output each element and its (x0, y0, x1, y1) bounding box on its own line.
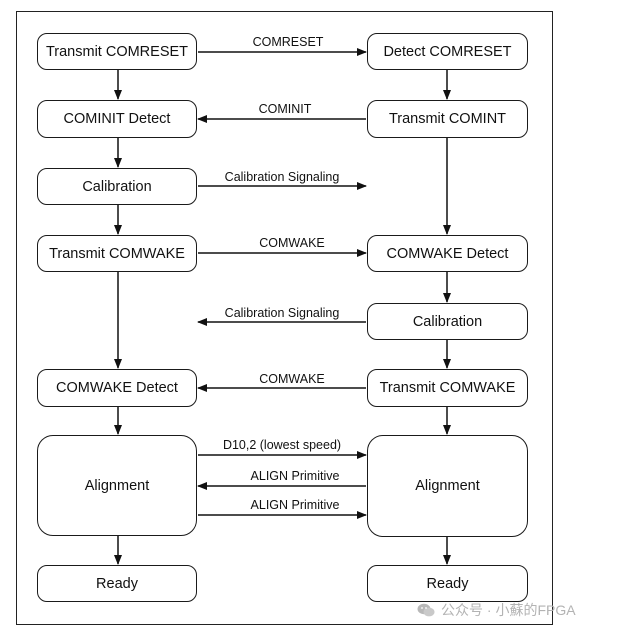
host-calibration: Calibration (37, 168, 197, 205)
device-ready: Ready (367, 565, 528, 602)
watermark-text: 公众号 · 小蘇的FPGA (441, 602, 576, 618)
label-align-primitive-1: ALIGN Primitive (250, 469, 340, 483)
label-align-primitive-2: ALIGN Primitive (250, 498, 340, 512)
diagram-frame (16, 11, 553, 625)
host-ready: Ready (37, 565, 197, 602)
host-transmit-comreset: Transmit COMRESET (37, 33, 197, 70)
device-transmit-comint: Transmit COMINT (367, 100, 528, 138)
device-detect-comreset: Detect COMRESET (367, 33, 528, 70)
device-comwake-detect: COMWAKE Detect (367, 235, 528, 272)
host-transmit-comwake: Transmit COMWAKE (37, 235, 197, 272)
wechat-icon (417, 603, 435, 617)
label-comwake-2: COMWAKE (259, 372, 325, 386)
label-comwake-1: COMWAKE (259, 236, 325, 250)
device-transmit-comwake: Transmit COMWAKE (367, 369, 528, 407)
label-d10-2: D10,2 (lowest speed) (222, 438, 342, 452)
watermark: 公众号 · 小蘇的FPGA (417, 600, 576, 620)
device-calibration: Calibration (367, 303, 528, 340)
label-cominit: COMINIT (258, 102, 312, 116)
host-cominit-detect: COMINIT Detect (37, 100, 197, 138)
host-alignment: Alignment (37, 435, 197, 536)
device-alignment: Alignment (367, 435, 528, 537)
host-comwake-detect: COMWAKE Detect (37, 369, 197, 407)
label-calibration-signaling-1: Calibration Signaling (224, 170, 340, 184)
label-comreset: COMRESET (252, 35, 324, 49)
label-calibration-signaling-2: Calibration Signaling (224, 306, 340, 320)
